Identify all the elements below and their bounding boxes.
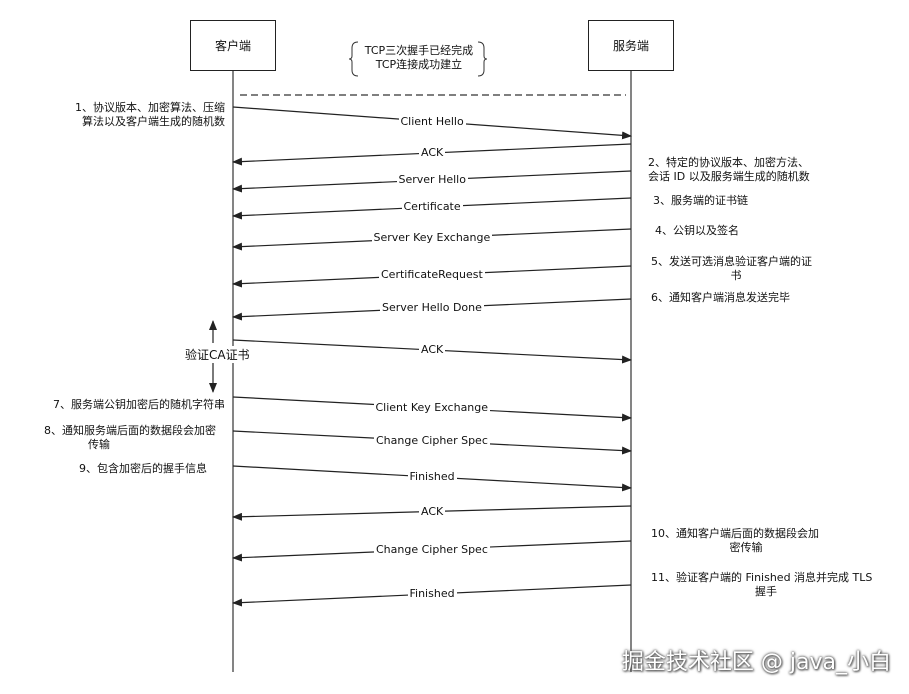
message-label: ACK — [419, 146, 446, 160]
message-label: Client Key Exchange — [373, 400, 491, 415]
message-label: Finished — [407, 470, 457, 484]
top-note-line1: TCP三次握手已经完成 — [364, 44, 474, 57]
note-4: 4、公钥以及签名 — [655, 224, 739, 237]
message-label: Server Key Exchange — [371, 231, 493, 245]
message-label: Certificate — [401, 200, 463, 214]
note-8: 8、通知服务端后面的数据段会加密 传输 — [44, 424, 216, 451]
note-3: 3、服务端的证书链 — [653, 194, 748, 207]
message-label: ACK — [419, 343, 446, 357]
message-label: ACK — [419, 504, 446, 519]
message-label: Finished — [407, 587, 457, 601]
note-2: 2、特定的协议版本、加密方法、 会话 ID 以及服务端生成的随机数 — [648, 156, 810, 183]
message-label: Change Cipher Spec — [374, 434, 490, 448]
client-participant-box: 客户端 — [190, 20, 276, 71]
server-participant-label: 服务端 — [612, 39, 649, 53]
note-5: 5、发送可选消息验证客户端的证 书 — [651, 255, 812, 282]
client-participant-label: 客户端 — [214, 39, 251, 53]
note-9: 9、包含加密后的握手信息 — [79, 462, 207, 475]
message-label: Change Cipher Spec — [374, 542, 490, 557]
server-participant-box: 服务端 — [588, 20, 674, 71]
ca-verify-label: 验证CA证书 — [183, 346, 252, 363]
note-11: 11、验证客户端的 Finished 消息并完成 TLS 握手 — [651, 571, 873, 598]
note-6: 6、通知客户端消息发送完毕 — [651, 291, 790, 304]
note-7: 7、服务端公钥加密后的随机字符串 — [53, 398, 225, 411]
message-label: Server Hello — [396, 173, 468, 187]
top-note: TCP三次握手已经完成 TCP连接成功建立 — [356, 44, 482, 72]
message-label: Client Hello — [398, 114, 466, 129]
top-note-brace — [348, 41, 488, 77]
top-note-line2: TCP连接成功建立 — [375, 58, 463, 71]
note-10: 10、通知客户端后面的数据段会加 密传输 — [651, 527, 819, 554]
watermark: 掘金技术社区 @ java_小白 — [621, 650, 891, 675]
message-label: Server Hello Done — [380, 301, 484, 315]
message-label: CertificateRequest — [379, 268, 485, 282]
note-1: 1、协议版本、加密算法、压缩 算法以及客户端生成的随机数 — [75, 101, 225, 128]
